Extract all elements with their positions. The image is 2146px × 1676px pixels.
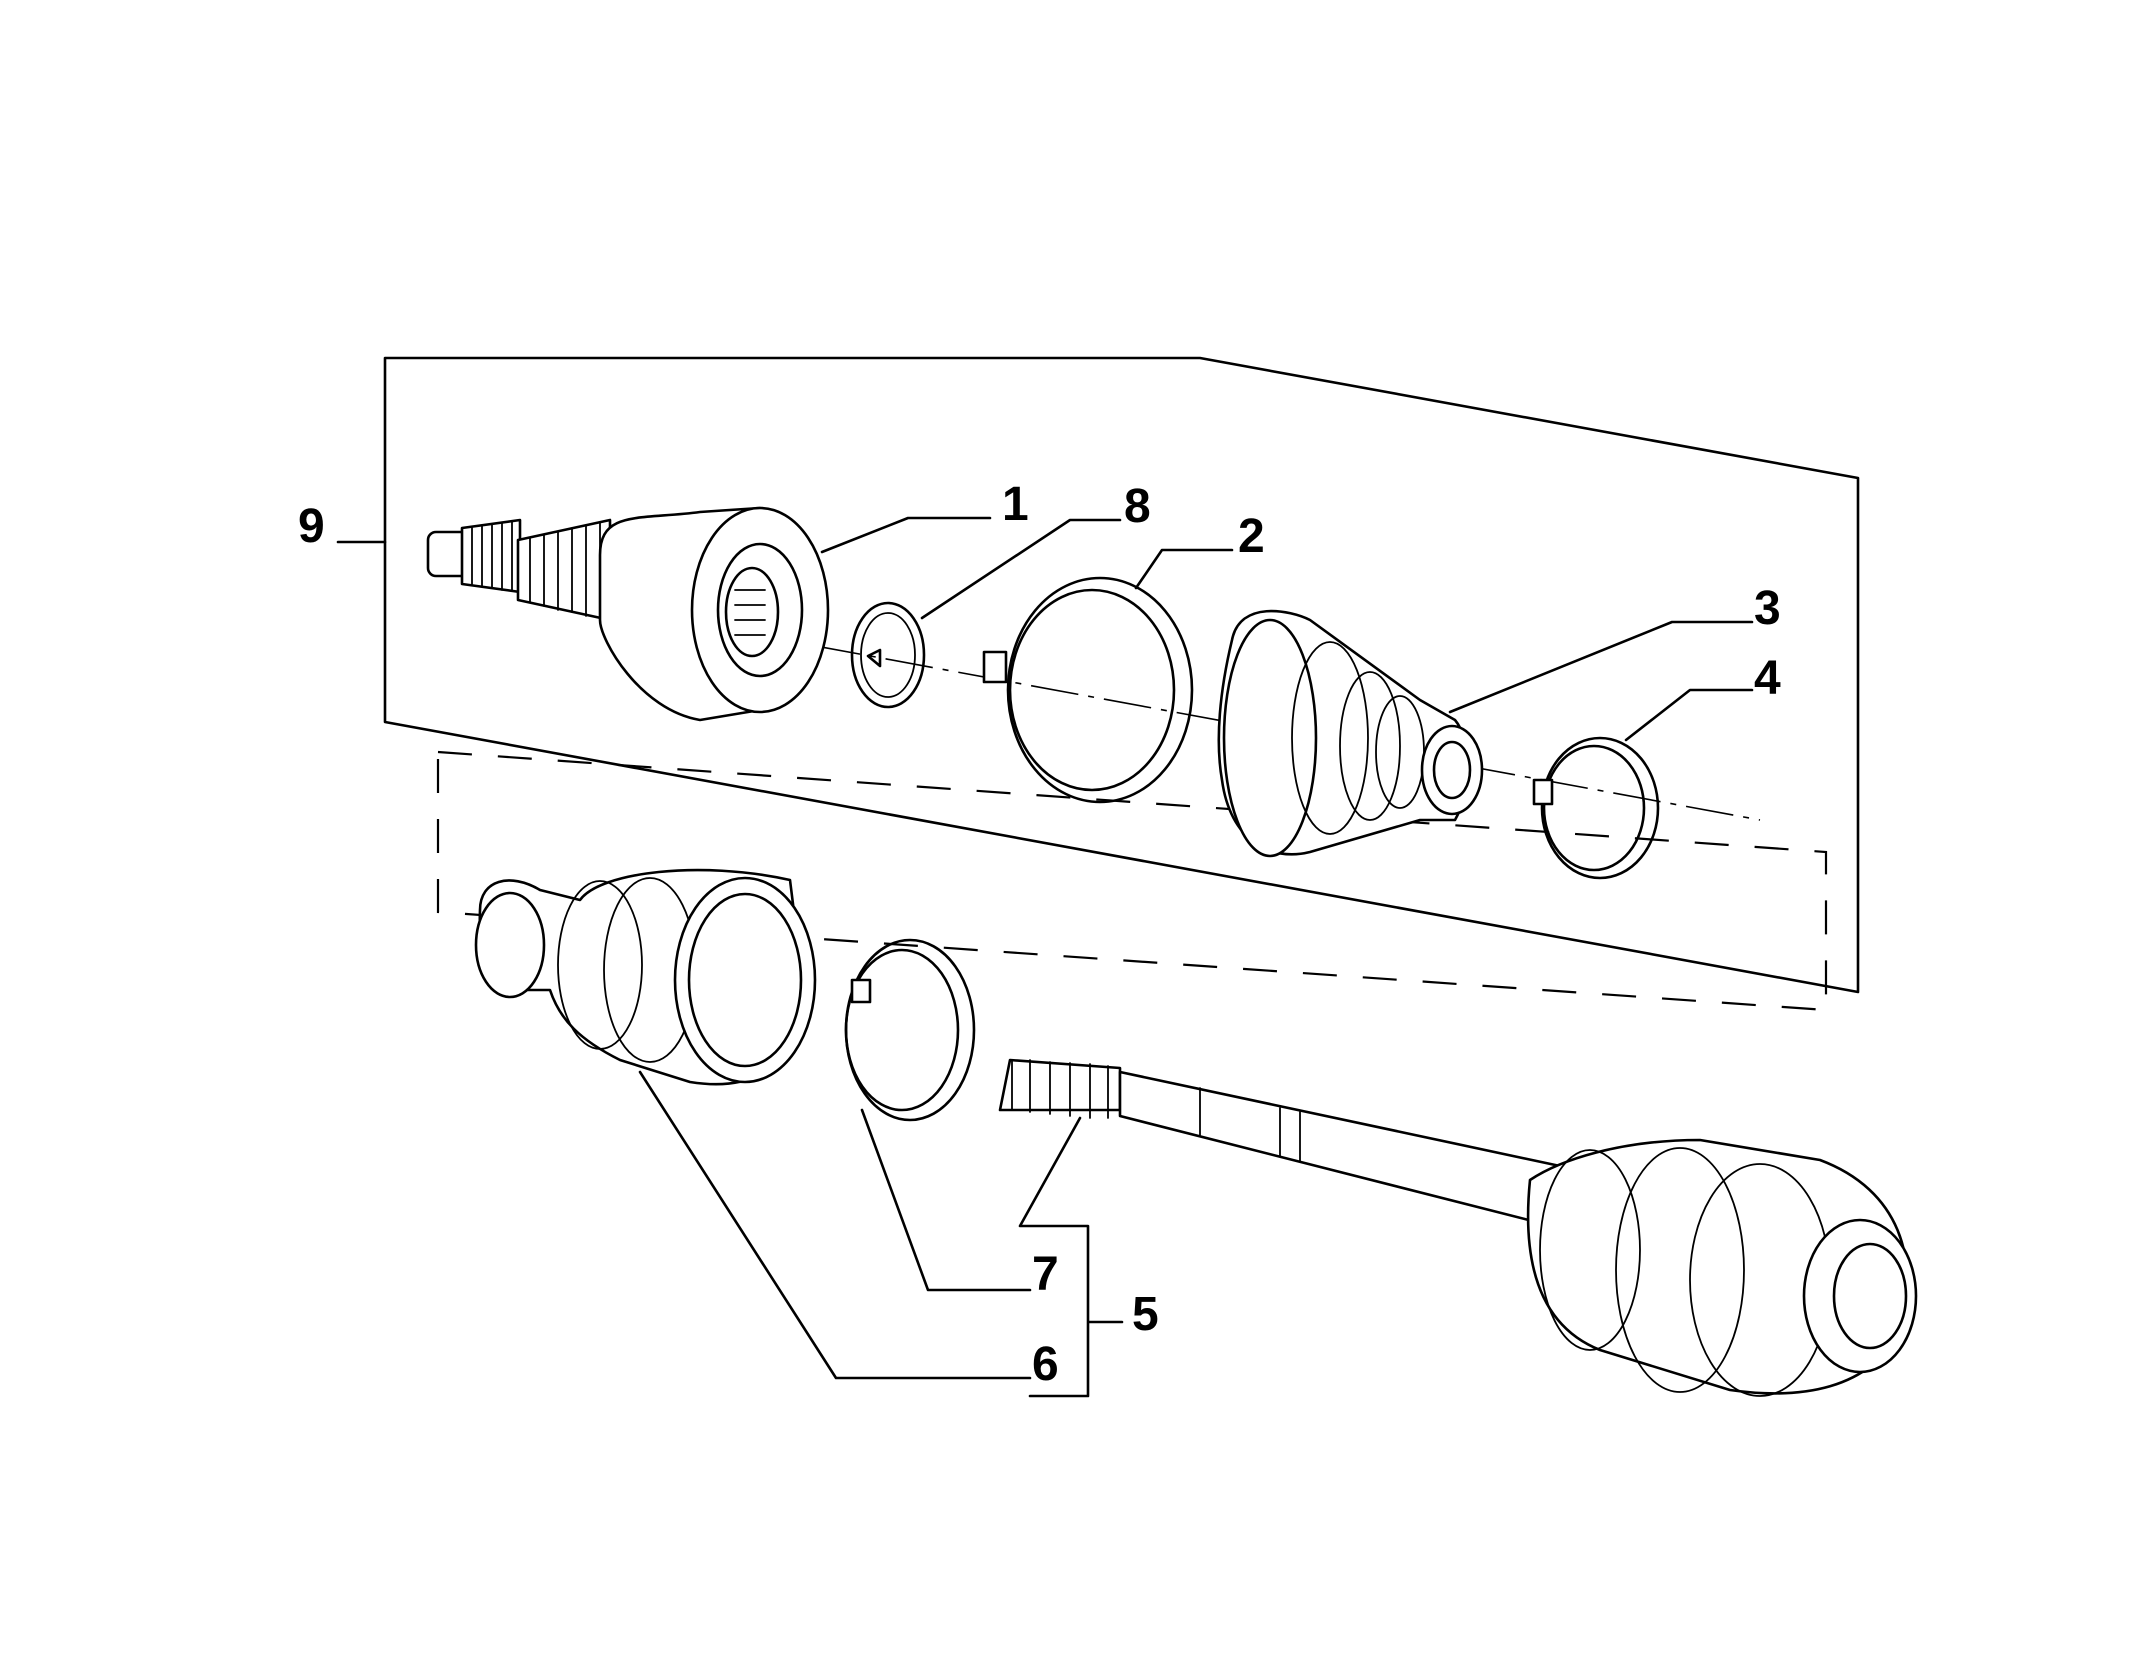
shaft-joint-cap <box>1802 1218 1918 1374</box>
shaft-spline-end <box>998 1058 1122 1112</box>
outer-cv-joint <box>426 506 830 722</box>
large-boot-clamp <box>982 576 1194 804</box>
leader-4 <box>1624 688 1754 742</box>
callout-6: 6 <box>1032 1338 1059 1391</box>
clamp-buckle <box>982 650 1008 684</box>
leader-6 <box>638 1070 1032 1380</box>
kit-frame-9 <box>383 356 1860 994</box>
callout-1: 1 <box>1002 478 1029 531</box>
callout-4: 4 <box>1754 652 1781 705</box>
housing-bore <box>716 542 804 678</box>
leader-2 <box>1134 548 1234 590</box>
callout-3: 3 <box>1754 582 1781 635</box>
callout-9: 9 <box>298 500 325 553</box>
inner-boot-clamp <box>844 938 976 1122</box>
circlip-ring <box>850 601 926 709</box>
leader-8 <box>920 518 1122 620</box>
shaft-splines <box>516 518 612 622</box>
circlip <box>850 601 926 709</box>
boot-neck <box>1420 724 1484 816</box>
callout-2: 2 <box>1238 510 1265 563</box>
small-boot-clamp <box>1532 736 1660 880</box>
leader-1 <box>820 516 992 554</box>
callout-5: 5 <box>1132 1288 1159 1341</box>
leader-3 <box>1448 620 1754 714</box>
callout-8: 8 <box>1124 480 1151 533</box>
drive-shaft <box>998 1058 1918 1397</box>
inner-joint-boot <box>474 868 817 1086</box>
callout-7: 7 <box>1032 1248 1059 1301</box>
leader-7 <box>860 1108 1032 1292</box>
shaft-tube <box>1118 1070 1562 1230</box>
leader-5 <box>1018 1116 1124 1398</box>
outer-joint-boot <box>1217 609 1484 858</box>
boot-mouth <box>673 876 817 1084</box>
